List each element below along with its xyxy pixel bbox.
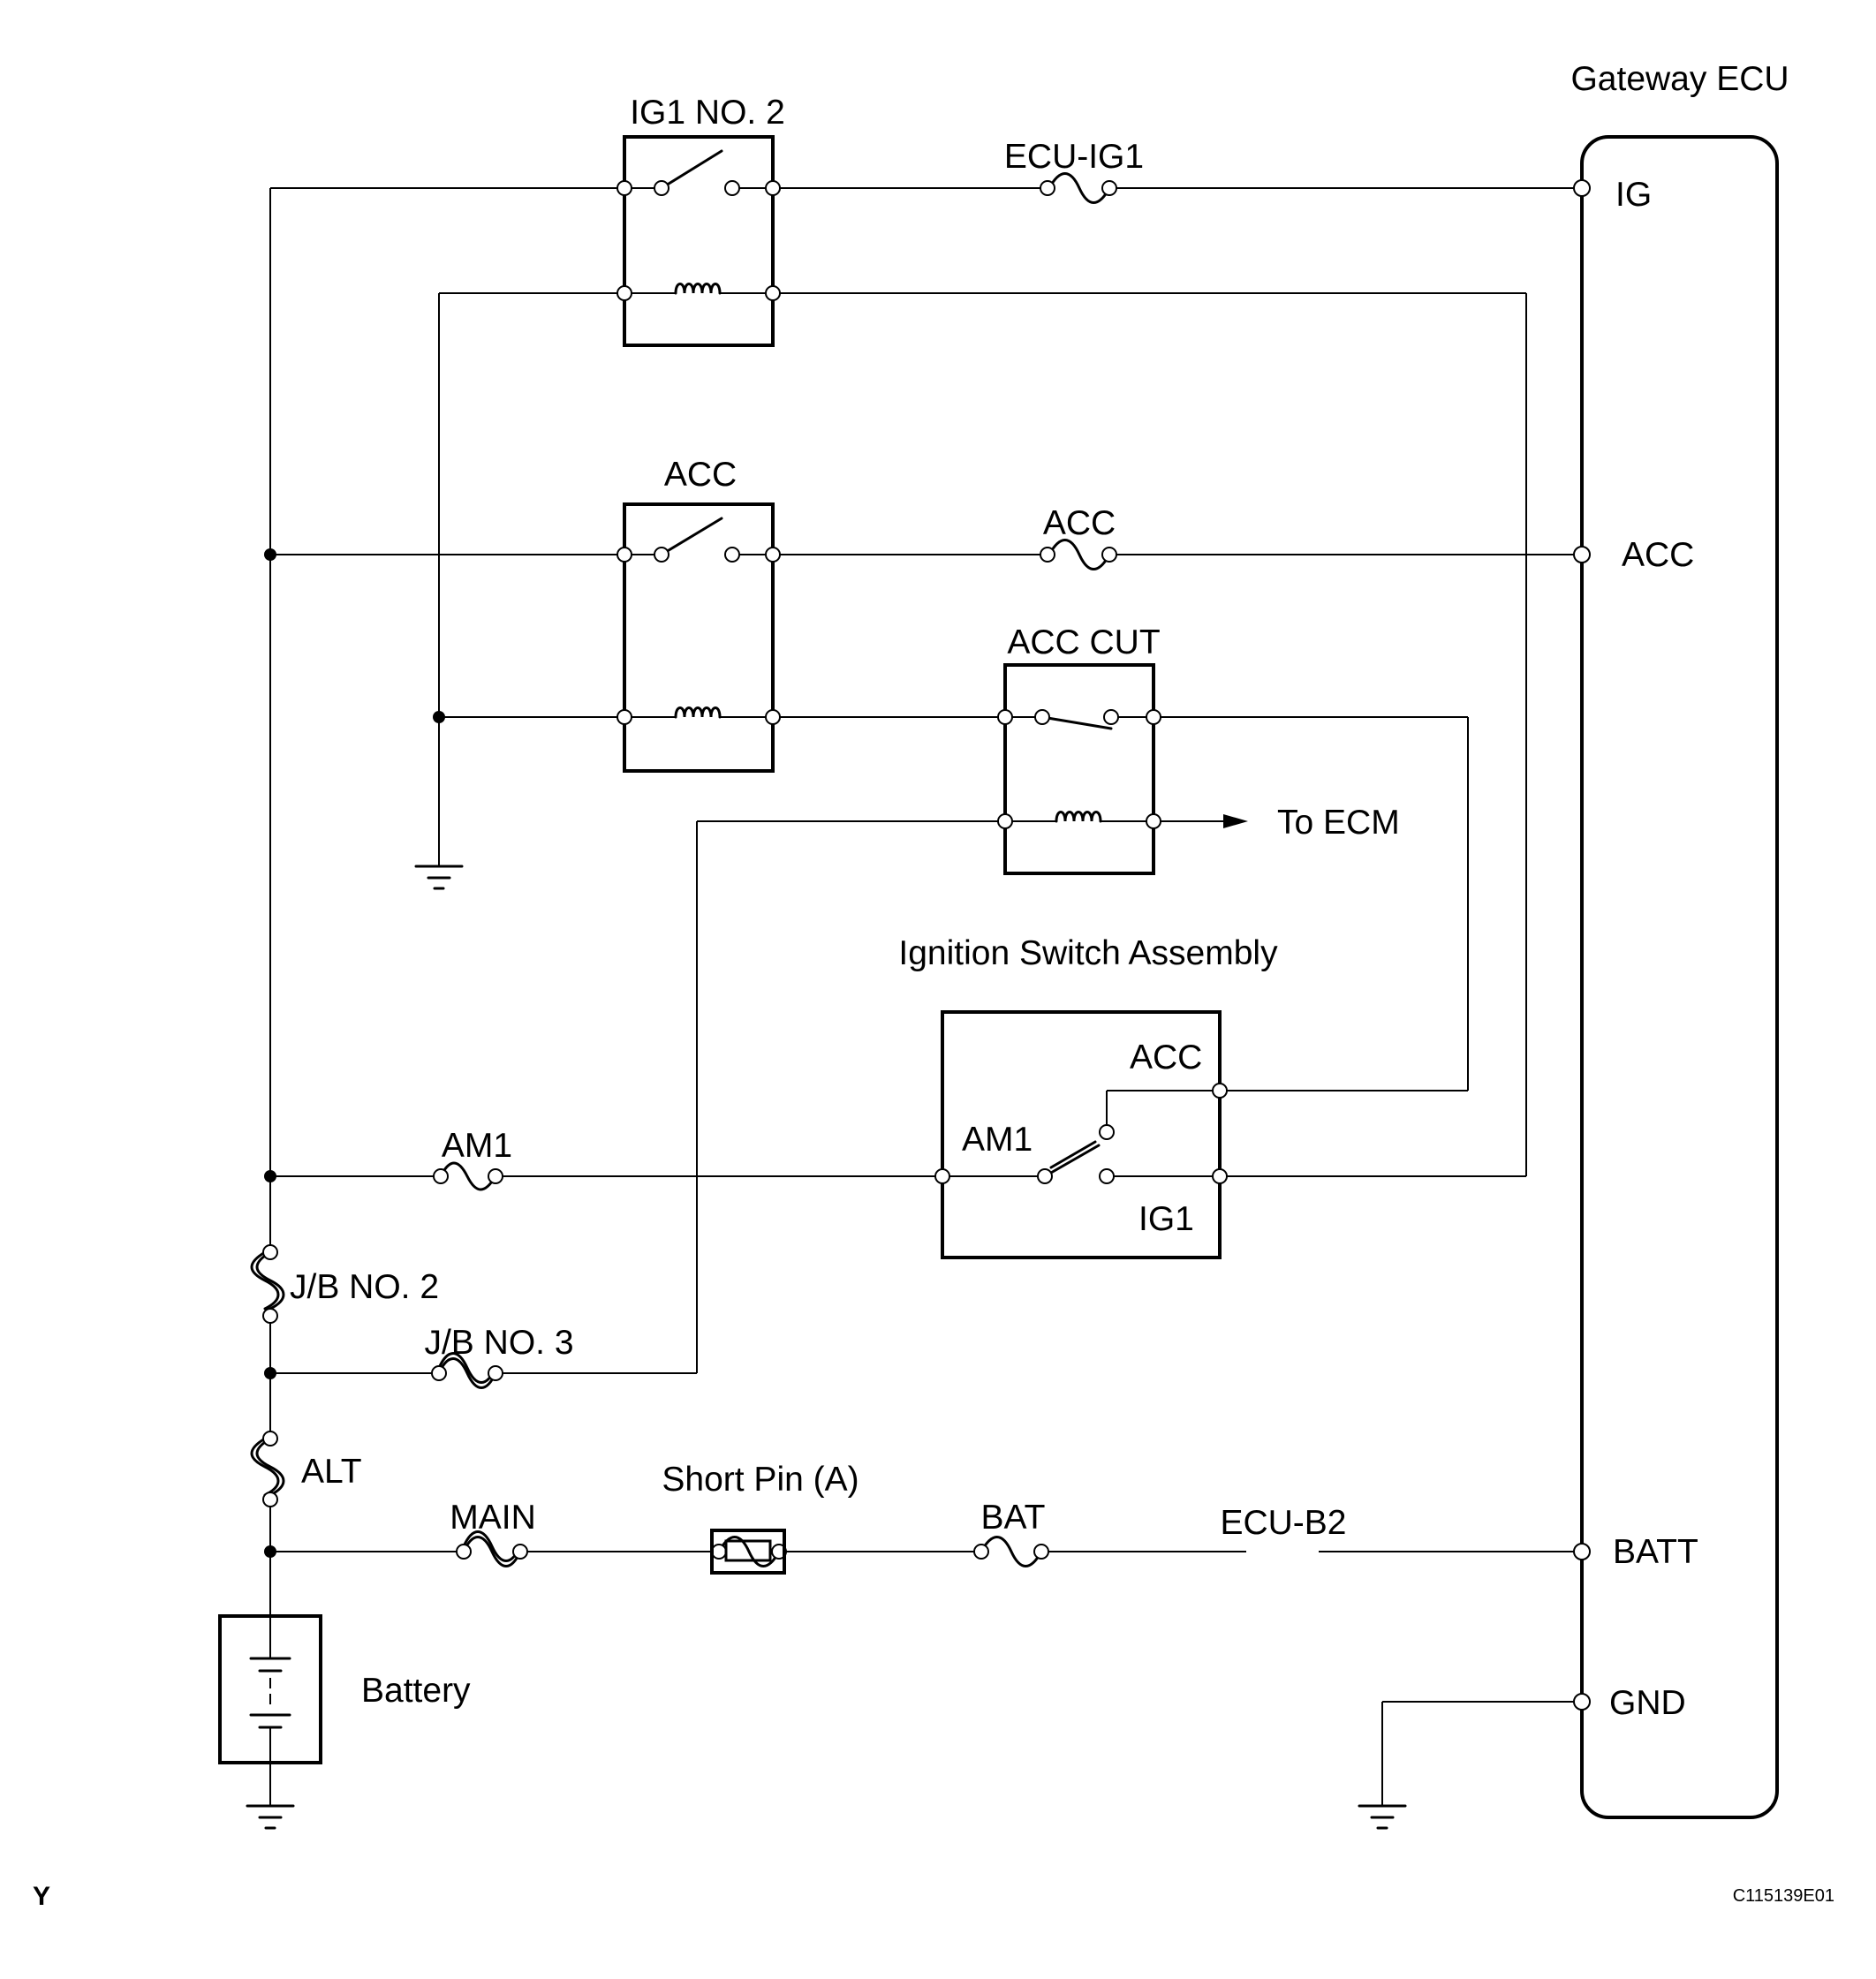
fuse-jb-no3-label: J/B NO. 3	[424, 1324, 573, 1362]
ecu-pin-acc-terminal	[1573, 546, 1591, 563]
fuse-icon	[980, 1536, 1043, 1567]
fuse-main-label: MAIN	[450, 1499, 536, 1537]
ign-acc-label: ACC	[1130, 1039, 1202, 1076]
relay-acc-cut	[997, 663, 1161, 875]
fuse-am1	[433, 1161, 503, 1191]
wires	[269, 187, 1582, 1806]
fuse-alt-label: ALT	[301, 1453, 362, 1491]
relay-coil-icon	[674, 283, 722, 295]
ground-icon	[414, 865, 464, 890]
fuse-jb-no2	[250, 1244, 285, 1324]
fuse-ecu-ig1-label: ECU-IG1	[1004, 138, 1144, 176]
fuse-acc-label: ACC	[1043, 504, 1116, 542]
ground-icon	[246, 1804, 295, 1830]
ecu-pin-ig-terminal	[1573, 179, 1591, 197]
relay-ig1-no2	[617, 135, 781, 347]
ecu-pin-batt-label: BATT	[1613, 1533, 1698, 1571]
fuse-main	[456, 1530, 528, 1567]
short-pin-label: Short Pin (A)	[662, 1461, 859, 1499]
ign-am1-label: AM1	[962, 1121, 1033, 1159]
fuse-am1-label: AM1	[442, 1127, 512, 1165]
ecu-pin-gnd-terminal	[1573, 1693, 1591, 1711]
fuse-ecu-b2-label: ECU-B2	[1220, 1504, 1346, 1542]
relay-acc-label: ACC	[664, 456, 737, 494]
ignition-switch-label: Ignition Switch Assembly	[898, 934, 1278, 972]
gateway-ecu-title: Gateway ECU	[1570, 60, 1789, 98]
fusible-link-icon	[462, 1536, 522, 1567]
to-ecm-label: To ECM	[1277, 804, 1400, 842]
short-pin	[710, 1529, 786, 1575]
ignition-switch-assembly	[934, 1010, 1228, 1259]
relay-ig1-no2-label: IG1 NO. 2	[630, 94, 785, 132]
fuse-icon	[439, 1161, 497, 1191]
relay-coil-icon	[1055, 811, 1102, 823]
relay-acc	[617, 502, 781, 773]
fusible-link-icon	[255, 1250, 285, 1311]
fuse-jb-no3	[431, 1352, 503, 1389]
fuse-icon	[1048, 172, 1111, 204]
corner-tag: Y	[33, 1882, 50, 1911]
fuse-bat-label: BAT	[981, 1499, 1046, 1537]
battery	[218, 1614, 322, 1764]
relay-acc-cut-label: ACC CUT	[1007, 623, 1160, 661]
ecu-pin-gnd-label: GND	[1609, 1684, 1686, 1722]
fuse-ecu-b2	[973, 1536, 1049, 1567]
labels: Gateway ECU IG ACC BATT GND IG1 NO. 2 AC…	[33, 60, 1834, 1911]
figure-code: C115139E01	[1733, 1886, 1834, 1906]
fuse-acc	[1040, 539, 1117, 570]
ground-icon	[1358, 1804, 1407, 1830]
ecu-pin-batt-terminal	[1573, 1543, 1591, 1560]
fusible-link-icon	[255, 1437, 285, 1497]
relay-coil-icon	[674, 706, 722, 719]
fuse-ecu-ig1	[1040, 172, 1117, 204]
ecu-pin-ig-label: IG	[1615, 176, 1652, 214]
to-ecm-arrow	[1223, 814, 1248, 828]
fuse-jb-no2-label: J/B NO. 2	[290, 1268, 439, 1306]
junctions	[264, 548, 445, 1558]
fuse-icon	[1048, 539, 1111, 570]
battery-label: Battery	[361, 1672, 471, 1710]
fuse-alt	[250, 1431, 285, 1507]
fusible-link-icon	[437, 1357, 497, 1389]
ecu-pin-acc-label: ACC	[1622, 536, 1694, 574]
gateway-ecu-box	[1573, 135, 1779, 1819]
ign-ig1-label: IG1	[1138, 1200, 1194, 1238]
